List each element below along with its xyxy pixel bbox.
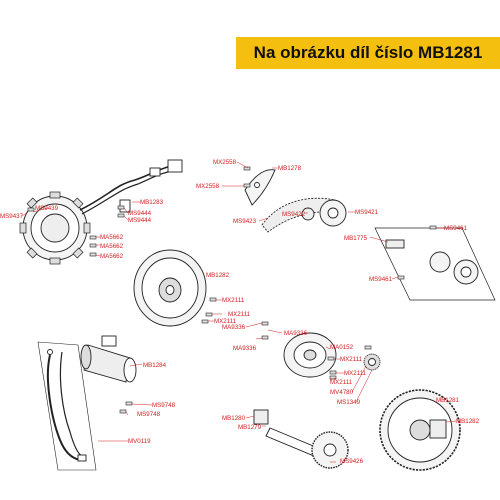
part-label: MX2558 xyxy=(196,183,220,190)
part-label: MB1282 xyxy=(206,272,230,279)
part-label: MX2558 xyxy=(213,159,237,166)
leader-lines xyxy=(21,161,457,463)
part-label: MB1280 xyxy=(222,415,246,422)
flywheel-drawing xyxy=(133,249,207,327)
starter-driven-gear-drawing xyxy=(379,389,461,471)
part-label: MS1349 xyxy=(337,399,361,406)
part-label: MB1281 xyxy=(436,397,460,404)
part-label: MS9748 xyxy=(137,411,161,418)
starter-motor-drawing xyxy=(80,335,137,383)
part-label: MS9444 xyxy=(128,217,152,224)
part-label: MS9421 xyxy=(355,209,379,216)
part-label: MB1282 xyxy=(456,418,480,425)
cam-chain-drawing xyxy=(244,169,347,233)
part-label: MS9748 xyxy=(152,402,176,409)
part-label: MA9336 xyxy=(222,324,246,331)
part-label: MA9336 xyxy=(284,330,308,337)
part-label: MA5662 xyxy=(100,243,124,250)
part-label: MB1279 xyxy=(238,424,262,431)
part-label: MV0119 xyxy=(128,438,151,445)
part-label: MB1278 xyxy=(278,165,302,172)
small-gear-drawing xyxy=(363,353,381,371)
part-label: MS9461 xyxy=(369,276,393,283)
part-label: MB1283 xyxy=(140,199,164,206)
part-label: MX2111 xyxy=(344,370,367,377)
part-label: MA5662 xyxy=(100,253,124,260)
screws-drawing xyxy=(27,166,437,414)
part-label: MS9423 xyxy=(233,218,257,225)
part-label: MS9422 xyxy=(282,211,306,218)
part-label: MS9461 xyxy=(444,225,468,232)
part-label: MB1775 xyxy=(344,235,368,242)
part-label: MS9444 xyxy=(128,210,152,217)
part-label: MX2111 xyxy=(340,356,363,363)
part-label: MS9437 xyxy=(0,213,24,220)
part-label: MX2111 xyxy=(228,311,251,318)
part-label: MX2111 xyxy=(214,318,237,325)
part-label: MS9426 xyxy=(340,458,364,465)
one-way-clutch-drawing xyxy=(283,332,337,378)
part-label: MA5662 xyxy=(100,234,124,241)
idle-gear-drawing xyxy=(253,409,349,469)
part-label: MV4780 xyxy=(330,389,354,396)
part-label: MX2111 xyxy=(330,379,353,386)
part-label: MA9336 xyxy=(233,345,257,352)
part-label: MB1284 xyxy=(143,362,167,369)
title-banner: Na obrázku díl číslo MB1281 xyxy=(236,37,500,69)
part-label: MA0152 xyxy=(330,344,354,351)
banner-title: Na obrázku díl číslo MB1281 xyxy=(253,43,483,62)
stator-drawing xyxy=(19,159,183,265)
part-label: MX2111 xyxy=(222,297,245,304)
starter-cable-drawing xyxy=(37,341,97,471)
part-label: MS9439 xyxy=(35,205,59,212)
starter-clutch-drawing xyxy=(374,227,496,301)
